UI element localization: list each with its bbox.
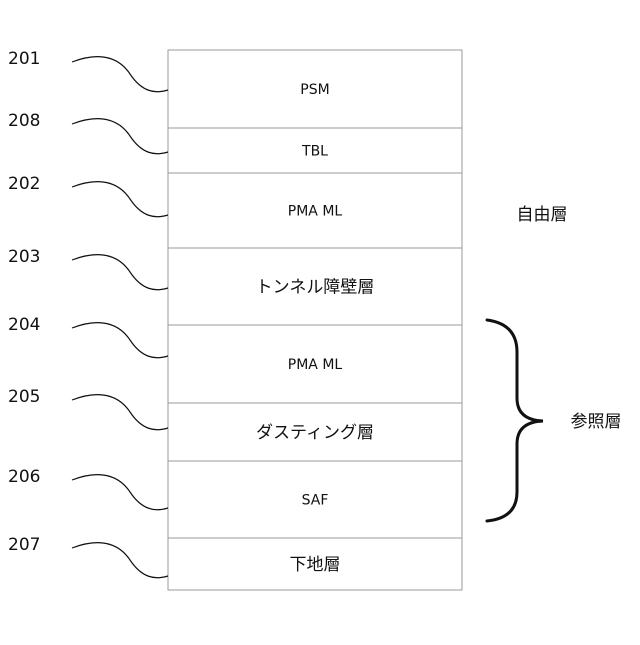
layer-label: 下地層 [290, 555, 341, 575]
stack-outline [168, 50, 462, 590]
reference-number: 205 [8, 387, 40, 407]
layer-label: PMA ML [288, 357, 343, 373]
layer-label: TBL [301, 144, 328, 160]
layer-label: トンネル障壁層 [256, 278, 375, 298]
layer-label: PMA ML [288, 204, 343, 220]
leader-line [72, 57, 168, 92]
layer-label: PSM [300, 82, 329, 98]
reference-number: 206 [8, 467, 40, 487]
reference-number: 204 [8, 315, 40, 335]
leader-line [72, 543, 168, 578]
leader-line [72, 323, 168, 358]
reference-number: 201 [8, 49, 40, 69]
leader-line [72, 475, 168, 510]
leader-line [72, 182, 168, 217]
reference-number: 208 [8, 111, 40, 131]
reference-layer-label: 参照層 [571, 412, 622, 432]
leader-line [72, 255, 168, 290]
reference-number: 202 [8, 174, 40, 194]
free-layer-label: 自由層 [517, 205, 568, 225]
leader-line [72, 119, 168, 154]
reference-number: 207 [8, 535, 40, 555]
layer-label: ダスティング層 [256, 423, 374, 443]
layer-label: SAF [302, 493, 329, 509]
leader-line [72, 395, 168, 430]
reference-layer-brace [487, 320, 543, 521]
reference-number: 203 [8, 247, 40, 267]
